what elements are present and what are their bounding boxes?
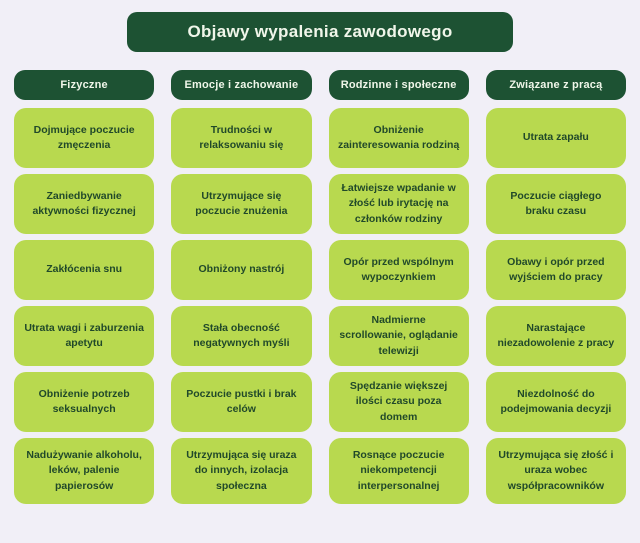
symptom-card: Narastające niezadowolenie z pracy	[485, 306, 626, 366]
column-emocje-i-zachowanie: Emocje i zachowanie Trudności w relaksow…	[171, 70, 312, 504]
symptom-card: Utrata wagi i zaburzenia apetytu	[14, 306, 155, 366]
column-header-emocje-i-zachowanie: Emocje i zachowanie	[171, 70, 312, 100]
column-header-zwiazane-z-praca: Związane z pracą	[485, 70, 626, 100]
symptom-card: Utrzymująca się uraza do innych, izolacj…	[171, 438, 312, 504]
symptom-card: Utrata zapału	[485, 108, 626, 168]
symptom-card: Opór przed wspólnym wypoczynkiem	[328, 240, 469, 300]
symptom-card: Dojmujące poczucie zmęczenia	[14, 108, 155, 168]
symptom-card: Obniżony nastrój	[171, 240, 312, 300]
symptom-card: Poczucie pustki i brak celów	[171, 372, 312, 432]
card-list: Dojmujące poczucie zmęczenia Zaniedbywan…	[14, 108, 155, 504]
columns-grid: Fizyczne Dojmujące poczucie zmęczenia Za…	[14, 70, 626, 504]
column-header-rodzinne-i-spoleczne: Rodzinne i społeczne	[328, 70, 469, 100]
symptom-card: Niezdolność do podejmowania decyzji	[485, 372, 626, 432]
column-rodzinne-i-spoleczne: Rodzinne i społeczne Obniżenie zainteres…	[328, 70, 469, 504]
page-title: Objawy wypalenia zawodowego	[127, 12, 513, 52]
symptom-card: Poczucie ciągłego braku czasu	[485, 174, 626, 234]
symptom-card: Rosnące poczucie niekompetencji interper…	[328, 438, 469, 504]
symptom-card: Trudności w relaksowaniu się	[171, 108, 312, 168]
card-list: Utrata zapału Poczucie ciągłego braku cz…	[485, 108, 626, 504]
card-list: Obniżenie zainteresowania rodziną Łatwie…	[328, 108, 469, 504]
symptom-card: Stała obecność negatywnych myśli	[171, 306, 312, 366]
column-header-fizyczne: Fizyczne	[14, 70, 155, 100]
symptom-card: Obniżenie potrzeb seksualnych	[14, 372, 155, 432]
symptom-card: Nadużywanie alkoholu, leków, palenie pap…	[14, 438, 155, 504]
symptom-card: Nadmierne scrollowanie, oglądanie telewi…	[328, 306, 469, 366]
symptom-card: Obniżenie zainteresowania rodziną	[328, 108, 469, 168]
symptom-card: Utrzymujące się poczucie znużenia	[171, 174, 312, 234]
symptom-card: Obawy i opór przed wyjściem do pracy	[485, 240, 626, 300]
column-fizyczne: Fizyczne Dojmujące poczucie zmęczenia Za…	[14, 70, 155, 504]
card-list: Trudności w relaksowaniu się Utrzymujące…	[171, 108, 312, 504]
symptom-card: Spędzanie większej ilości czasu poza dom…	[328, 372, 469, 432]
symptom-card: Utrzymująca się złość i uraza wobec wspó…	[485, 438, 626, 504]
symptom-card: Zaniedbywanie aktywności fizycznej	[14, 174, 155, 234]
symptom-card: Łatwiejsze wpadanie w złość lub irytację…	[328, 174, 469, 234]
column-zwiazane-z-praca: Związane z pracą Utrata zapału Poczucie …	[485, 70, 626, 504]
symptom-card: Zakłócenia snu	[14, 240, 155, 300]
